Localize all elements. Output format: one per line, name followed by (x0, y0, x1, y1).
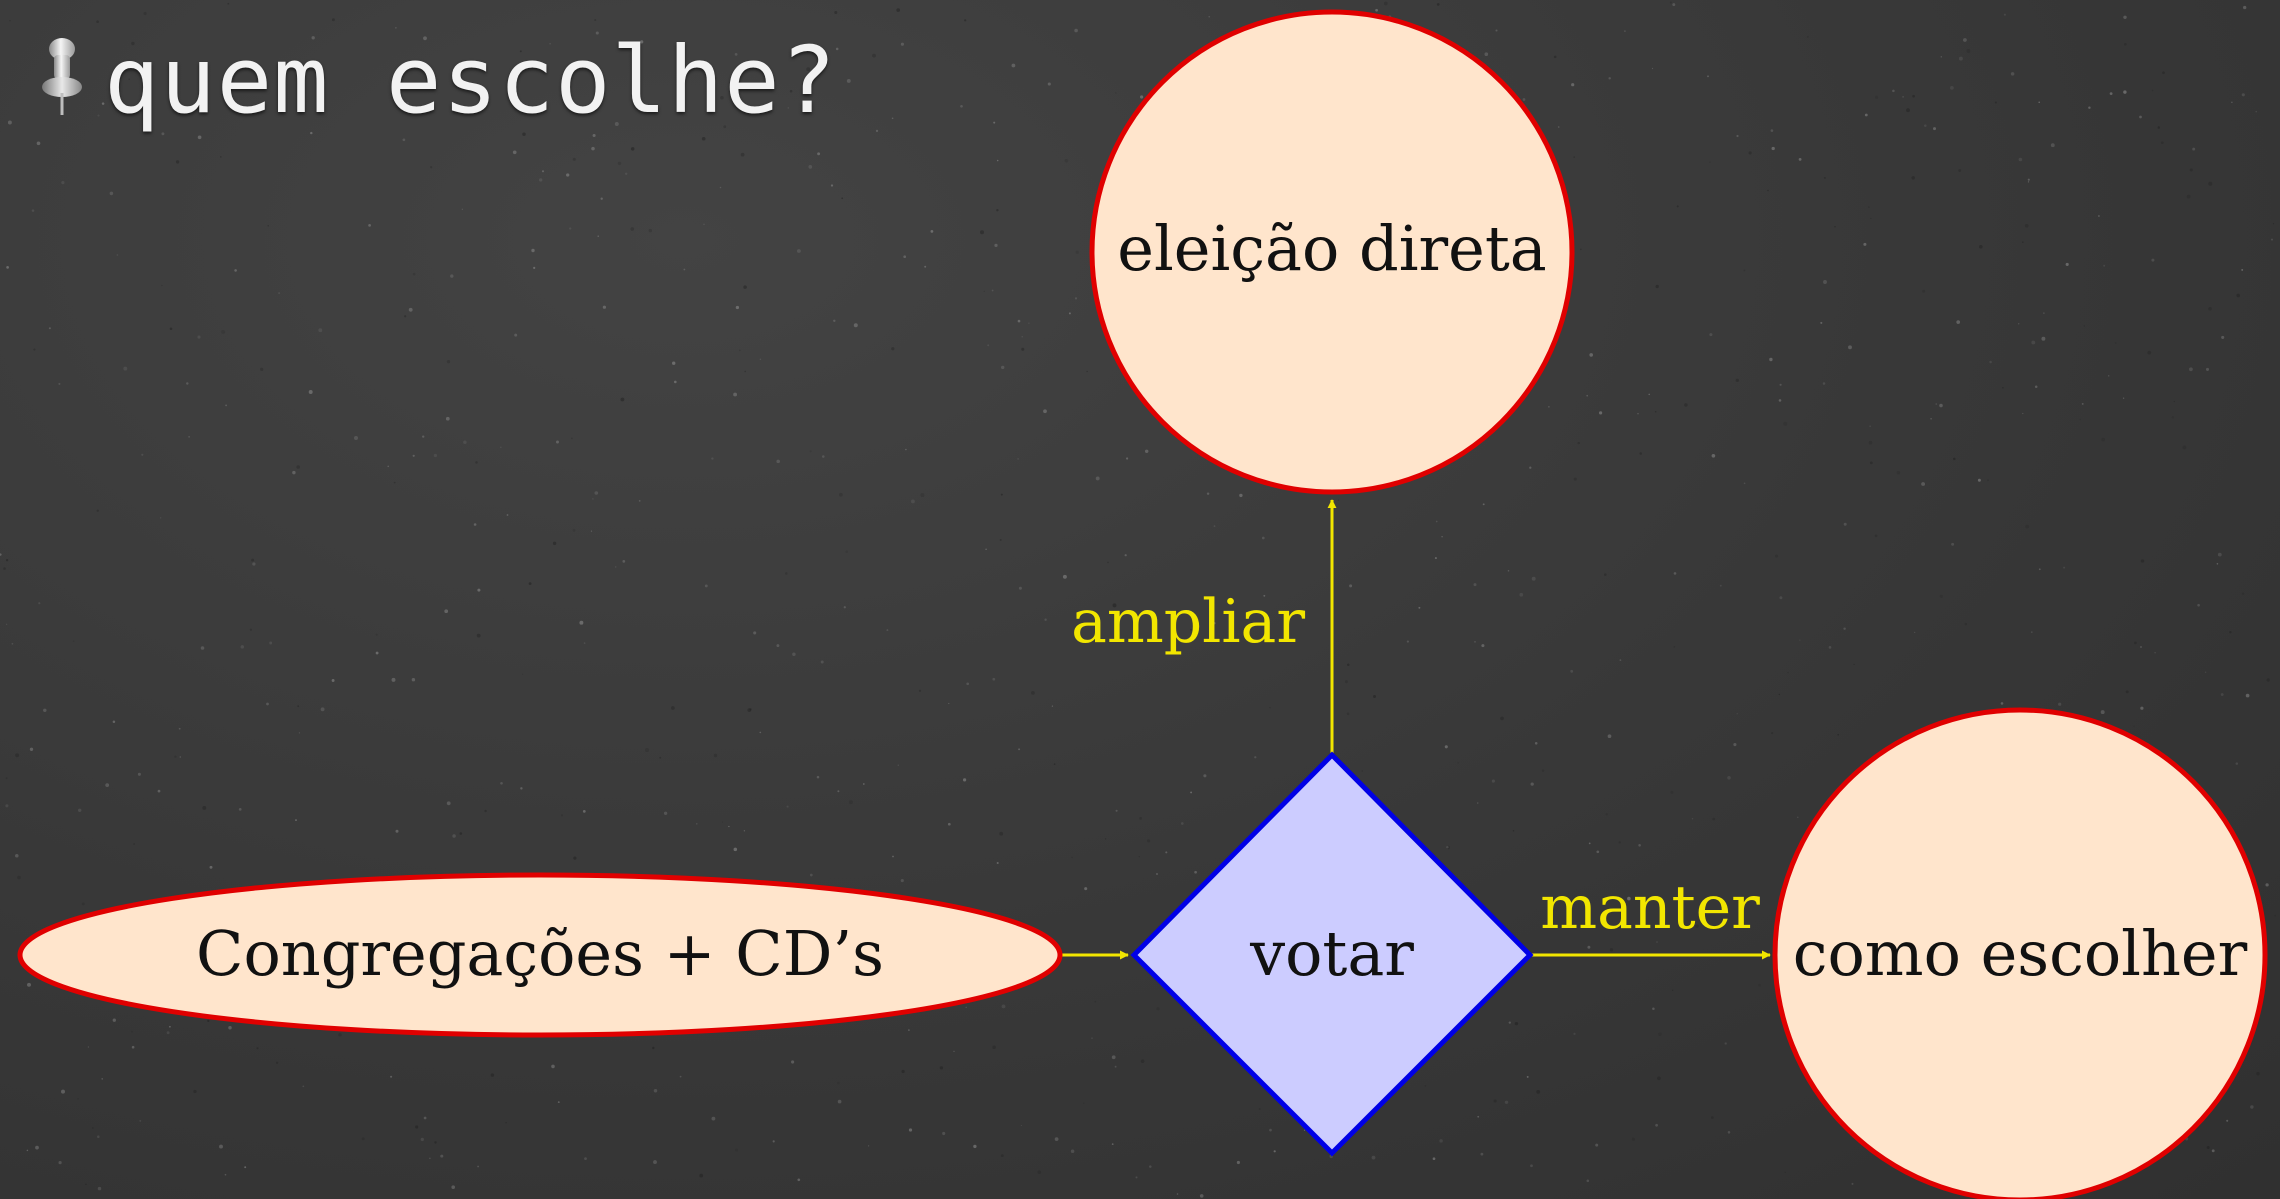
edge-label-manter: manter (1540, 873, 1760, 943)
node-source: Congregações + CD’s (17, 872, 1063, 1038)
node-right: como escolher (1772, 707, 2268, 1199)
node-decision: votar (1130, 751, 1534, 1157)
pushpin-icon (42, 38, 82, 115)
node-top: eleição direta (1089, 9, 1575, 495)
slide-title: quem escolhe? (38, 20, 837, 140)
title-text: quem escolhe? (104, 26, 838, 134)
node-right-label: como escolher (1793, 917, 2248, 990)
edge-decision-to-top: ampliar (1071, 499, 1337, 755)
edge-decision-to-right: manter (1530, 873, 1771, 960)
node-decision-label: votar (1249, 917, 1414, 990)
edge-label-ampliar: ampliar (1071, 587, 1305, 657)
node-top-label: eleição direta (1117, 212, 1547, 285)
node-source-label: Congregações + CD’s (196, 917, 884, 990)
